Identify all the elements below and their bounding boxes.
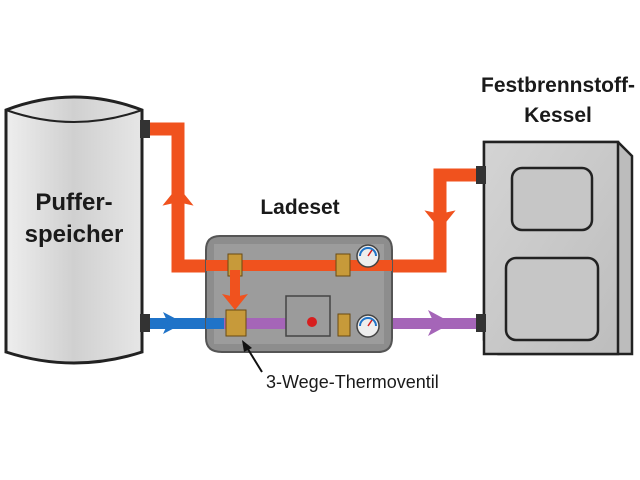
tank-label-line2: speicher	[25, 221, 124, 248]
cold-return-pipe	[150, 318, 220, 329]
boiler-label-line2: Kessel	[524, 104, 592, 127]
solid-fuel-boiler	[476, 140, 634, 356]
valve-pointer-arrow	[242, 340, 263, 373]
loading-set-module	[205, 235, 393, 353]
hot-flow-arrow-down	[424, 201, 456, 230]
tank-label-line1: Puffer-	[35, 189, 112, 216]
hot-flow-arrow-up	[162, 186, 194, 215]
mixed-flow-arrow-right	[428, 310, 452, 336]
boiler-label-line1: Festbrennstoff-	[481, 74, 635, 97]
cold-flow-arrow-right	[163, 312, 184, 334]
module-label: Ladeset	[260, 196, 339, 219]
mixed-return-pipe	[330, 318, 480, 329]
valve-label: 3-Wege-Thermoventil	[266, 372, 439, 392]
buffer-tank	[4, 95, 150, 365]
